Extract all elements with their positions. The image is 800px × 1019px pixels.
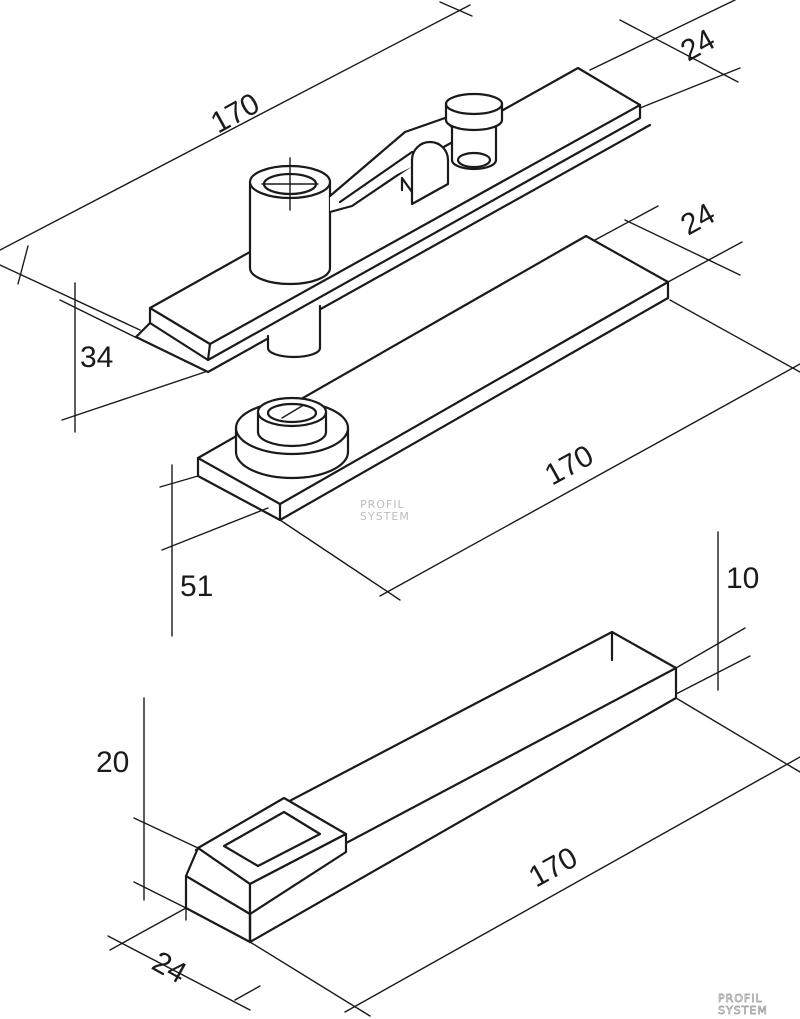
top-width-label: 24 [675,23,720,68]
top-length-label: 170 [205,87,265,140]
top-hinge-part [134,66,652,374]
box-hole [222,810,322,868]
middle-height-label: 51 [180,570,213,603]
bottom-small-height-label: 10 [726,562,759,595]
middle-length-label: 170 [539,439,599,492]
middle-plate-part [196,234,670,522]
box-right-face [248,832,348,916]
bottom-length-label: 170 [523,841,583,894]
bottom-width-label: 24 [147,945,192,990]
watermark-text: SYSTEM [718,1004,768,1017]
top-plate-base [134,123,652,374]
watermark-corner: PROFIL SYSTEM [718,992,768,1018]
watermark-text: SYSTEM [360,510,410,523]
watermark-text: PROFIL [360,498,405,511]
bottom-block-part [184,630,678,944]
watermark-center: PROFIL SYSTEM [360,498,410,523]
middle-width-label: 24 [675,197,720,242]
watermark-text: PROFIL [718,992,763,1005]
pivot-cylinder [248,180,332,286]
bottom-height-label: 20 [96,746,129,779]
spindle [266,304,322,359]
bracket [410,140,450,206]
top-height-label: 34 [80,341,113,374]
